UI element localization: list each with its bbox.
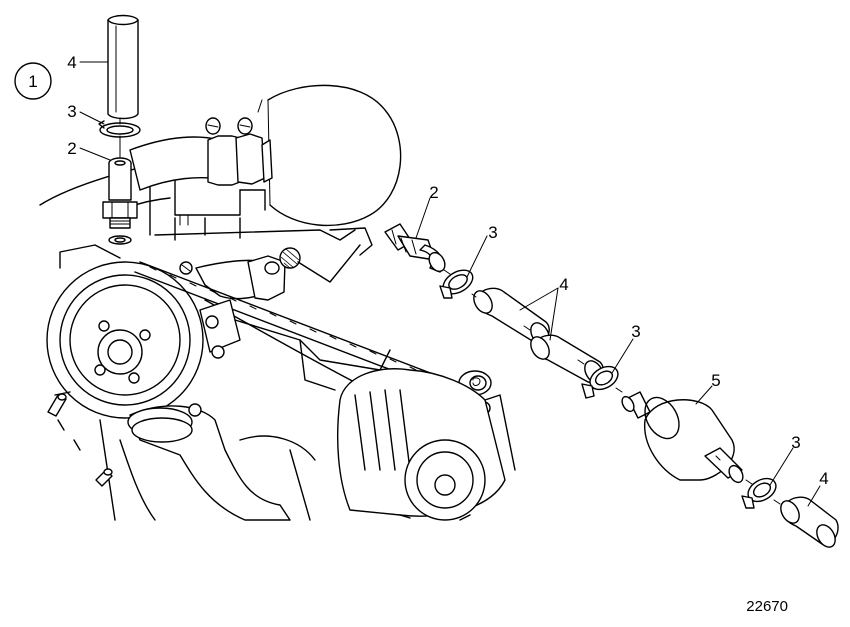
leader-lines	[79, 61, 821, 507]
callout-4-hose-pair: 4	[559, 275, 568, 294]
alternator	[337, 368, 516, 521]
lower-hose	[47, 393, 316, 521]
angled-filter-assembly	[384, 223, 839, 548]
callout-2-angled-nipple: 2	[429, 183, 438, 202]
view-marker: 1	[14, 62, 52, 100]
water-pump-pulley	[46, 261, 204, 419]
vertical-fitting-stack	[98, 14, 141, 245]
callout-3-vertical-clamp: 3	[67, 102, 76, 121]
callout-3-upper-clamp: 3	[488, 223, 497, 242]
callout-4-lower-hose: 4	[819, 469, 828, 488]
callout-3-middle-clamp: 3	[631, 322, 640, 341]
engine-block-illustration	[39, 84, 402, 301]
figure-reference-number: 22670	[746, 598, 788, 615]
callout-5-filter: 5	[711, 371, 720, 390]
callout-4-vertical-hose: 4	[67, 53, 76, 72]
view-marker-label: 1	[28, 72, 37, 91]
callout-2-vertical-nipple: 2	[67, 139, 76, 158]
callout-3-lower-clamp: 3	[791, 433, 800, 452]
view-marker-circle	[14, 62, 52, 100]
